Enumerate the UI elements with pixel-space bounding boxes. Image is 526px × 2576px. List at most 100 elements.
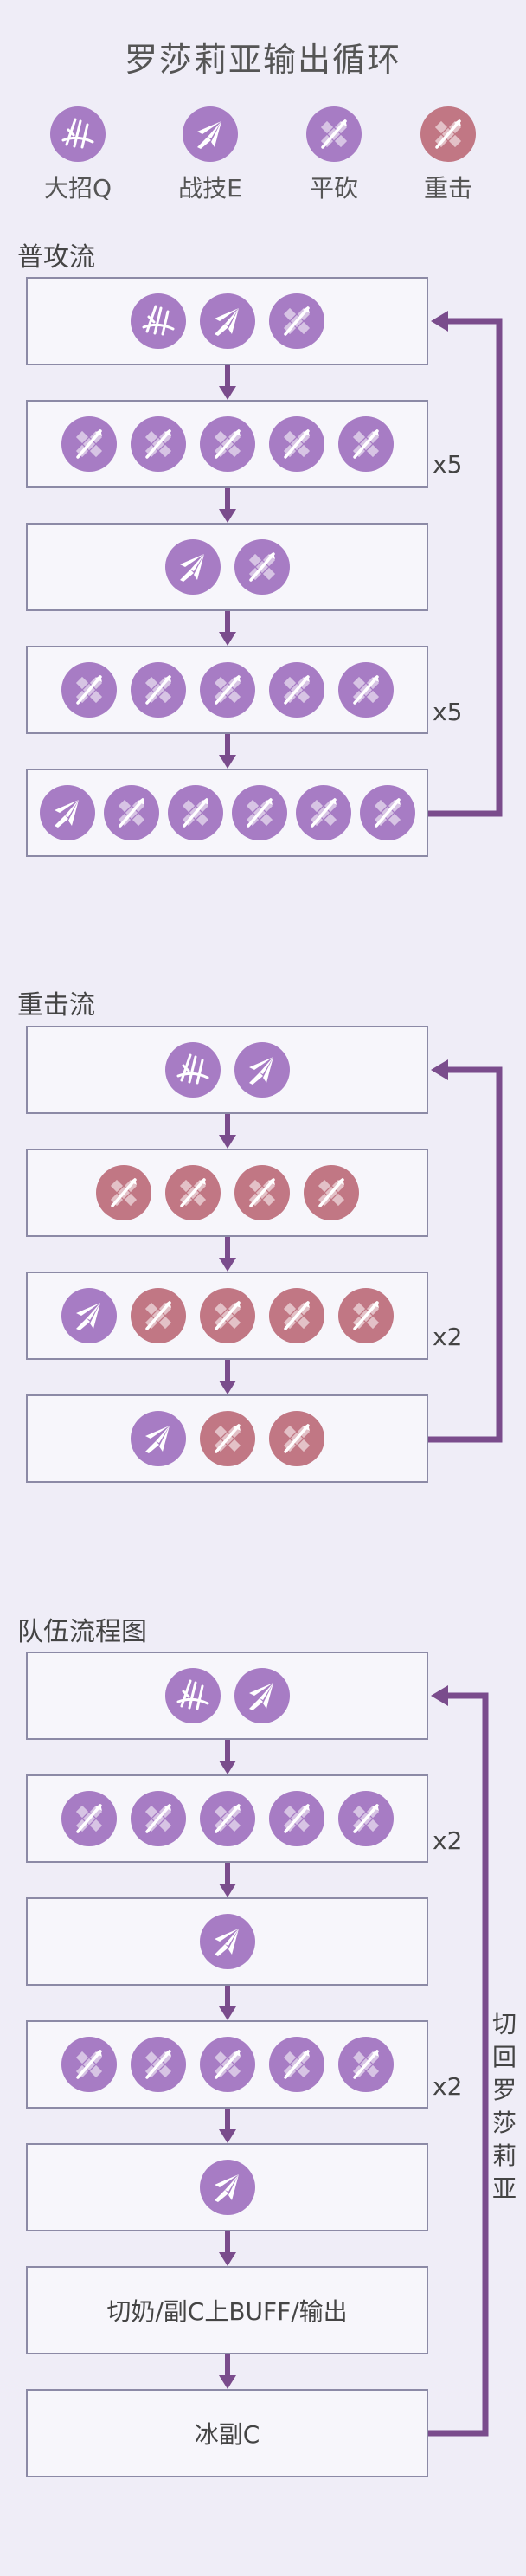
heavy-attack-icon: [234, 1164, 291, 1221]
heavy-attack-icon: [420, 106, 477, 163]
normal-attack-icon: [337, 415, 394, 473]
heavy-attack-icon: [337, 1287, 394, 1344]
loop-arrowhead-icon: [431, 1059, 448, 1080]
normal-attack-icon: [359, 784, 416, 841]
loop-arrow-normal-flow: [428, 318, 503, 817]
step-box: [26, 1394, 428, 1483]
legend-label: 平砍: [309, 174, 358, 203]
flow-arrow-down-icon: [217, 2354, 238, 2389]
repeat-count: x5: [433, 698, 463, 726]
normal-attack-icon: [130, 415, 187, 473]
normal-attack-icon: [130, 2036, 187, 2093]
normal-attack-icon: [199, 1790, 256, 1847]
legend-item-skill-e: 战技E: [163, 106, 258, 204]
loop-arrowhead-icon: [431, 1685, 448, 1706]
normal-attack-icon: [61, 2036, 118, 2093]
flow-arrow-down-icon: [217, 1863, 238, 1897]
step-box: [26, 1149, 428, 1237]
flow-arrow-down-icon: [217, 1986, 238, 2020]
flow-arrow-down-icon: [217, 2231, 238, 2266]
skill-e-icon: [234, 1667, 291, 1724]
step-text: 冰副C: [194, 2420, 260, 2449]
normal-attack-icon: [268, 2036, 325, 2093]
legend-icon-burst-q: [49, 106, 106, 163]
skill-e-icon: [61, 1287, 118, 1344]
normal-attack-icon: [199, 661, 256, 718]
heavy-attack-icon: [268, 1410, 325, 1467]
legend-label: 重击: [423, 174, 472, 203]
legend-icon-skill-e: [182, 106, 239, 163]
flow-arrow-down-icon: [217, 1360, 238, 1394]
normal-attack-icon: [337, 1790, 394, 1847]
flow-arrow-down-icon: [217, 734, 238, 769]
flow-arrow-down-icon: [217, 1740, 238, 1774]
step-box: [26, 277, 428, 365]
normal-attack-icon: [305, 106, 362, 163]
heavy-attack-icon: [164, 1164, 221, 1221]
burst-q-icon: [164, 1041, 221, 1098]
normal-attack-icon: [167, 784, 224, 841]
normal-attack-icon: [61, 661, 118, 718]
flow-arrow-down-icon: [217, 2109, 238, 2143]
page-title: 罗莎莉亚输出循环: [124, 41, 401, 79]
step-box: [26, 2143, 428, 2231]
normal-attack-icon: [130, 661, 187, 718]
step-box: [26, 523, 428, 611]
heavy-attack-icon: [130, 1287, 187, 1344]
step-box: [26, 1026, 428, 1114]
flow-arrow-down-icon: [217, 1114, 238, 1149]
burst-q-icon: [164, 1667, 221, 1724]
heavy-attack-icon: [95, 1164, 152, 1221]
step-box: 冰副C: [26, 2389, 428, 2477]
normal-attack-icon: [103, 784, 160, 841]
flow-arrow-down-icon: [217, 365, 238, 400]
loop-label: 切回罗莎莉亚: [491, 2010, 516, 2203]
skill-e-icon: [39, 784, 96, 841]
step-box: [26, 769, 428, 857]
flow-arrow-down-icon: [217, 611, 238, 646]
normal-attack-icon: [61, 1790, 118, 1847]
burst-q-icon: [49, 106, 106, 163]
step-box: [26, 2020, 428, 2109]
step-text: 切奶/副C上BUFF/输出: [106, 2297, 348, 2326]
normal-attack-icon: [268, 415, 325, 473]
normal-attack-icon: [268, 293, 325, 350]
loop-arrowhead-icon: [431, 311, 448, 332]
normal-attack-icon: [130, 1790, 187, 1847]
legend-label: 大招Q: [43, 174, 112, 203]
section-title-heavy-flow: 重击流: [17, 990, 95, 1021]
normal-attack-icon: [199, 2036, 256, 2093]
normal-attack-icon: [199, 415, 256, 473]
legend-icon-normal-attack: [305, 106, 362, 163]
step-box: [26, 400, 428, 488]
flow-arrow-down-icon: [217, 1237, 238, 1272]
skill-e-icon: [164, 538, 221, 596]
legend-icon-heavy-attack: [420, 106, 477, 163]
step-box: [26, 646, 428, 734]
step-box: 切奶/副C上BUFF/输出: [26, 2266, 428, 2354]
section-title-team-flow: 队伍流程图: [17, 1617, 147, 1647]
normal-attack-icon: [231, 784, 288, 841]
legend-item-heavy-attack: 重击: [401, 106, 496, 204]
normal-attack-icon: [295, 784, 352, 841]
skill-e-icon: [199, 2159, 256, 2216]
normal-attack-icon: [61, 415, 118, 473]
legend-label: 战技E: [178, 174, 242, 203]
step-box: [26, 1652, 428, 1740]
burst-q-icon: [130, 293, 187, 350]
heavy-attack-icon: [268, 1287, 325, 1344]
step-box: [26, 1272, 428, 1360]
normal-attack-icon: [268, 1790, 325, 1847]
loop-arrow-team-flow: [428, 1692, 489, 2437]
loop-arrow-heavy-flow: [428, 1066, 503, 1443]
skill-e-icon: [199, 293, 256, 350]
normal-attack-icon: [268, 661, 325, 718]
normal-attack-icon: [337, 661, 394, 718]
heavy-attack-icon: [199, 1410, 256, 1467]
skill-e-icon: [199, 1913, 256, 1970]
skill-e-icon: [182, 106, 239, 163]
repeat-count: x2: [433, 2072, 463, 2101]
flow-arrow-down-icon: [217, 488, 238, 523]
repeat-count: x2: [433, 1323, 463, 1351]
